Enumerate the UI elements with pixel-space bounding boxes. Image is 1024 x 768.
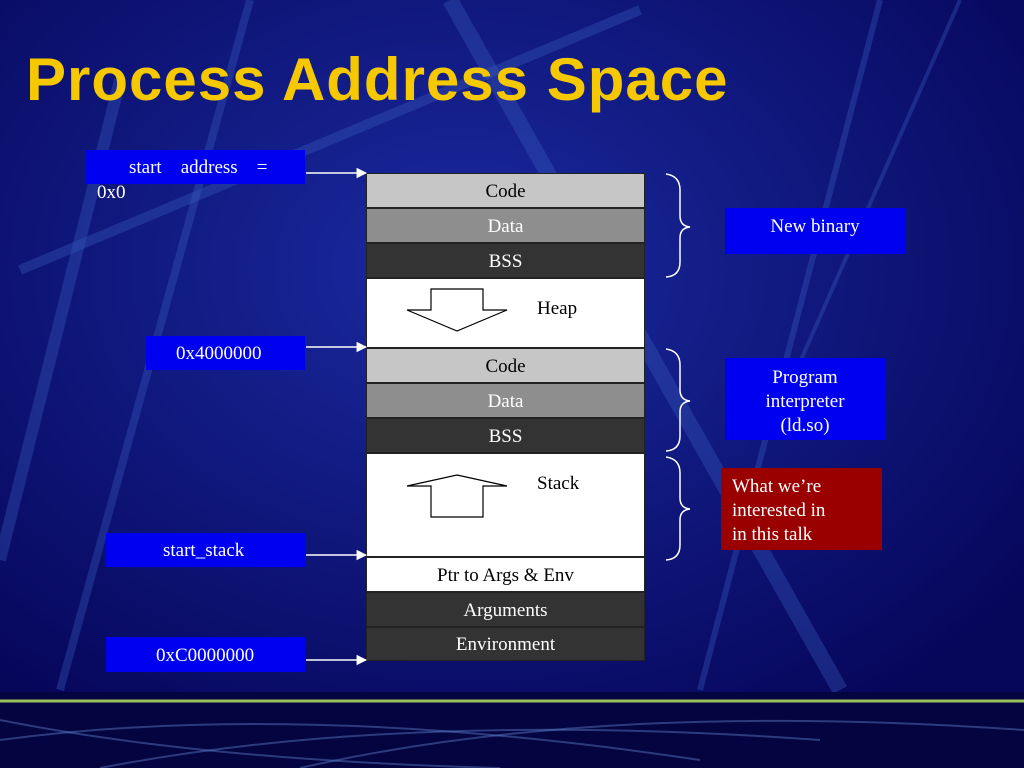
start-stack-text: start_stack (163, 540, 245, 561)
top-address-label: 0xC0000000 (106, 637, 305, 672)
interest-line-2: interested in (732, 500, 826, 521)
stack-label: Stack (537, 473, 580, 494)
up-arrow-icon (406, 474, 508, 518)
bss-segment-binary: BSS (366, 243, 645, 278)
page-title: Process Address Space (26, 46, 729, 113)
interp-line-1: Program (772, 367, 838, 388)
stack-segment: Stack (366, 453, 645, 557)
start-address-value: 0x0 (97, 182, 126, 203)
interest-line-1: What we’re (732, 476, 822, 497)
interp-line-3: (ld.so) (780, 415, 830, 436)
bss-segment-interp: BSS (366, 418, 645, 453)
start-address-text: start address = (129, 157, 268, 178)
start-stack-label: start_stack (106, 533, 305, 567)
top-address-text: 0xC0000000 (156, 645, 255, 666)
interp-line-2: interpreter (765, 391, 845, 412)
arguments-segment: Arguments (366, 592, 645, 627)
new-binary-text: New binary (770, 216, 860, 237)
start-address-label: start address = (86, 150, 305, 184)
interp-base-text: 0x4000000 (176, 343, 262, 364)
program-interpreter-callout: Program interpreter (ld.so) (725, 358, 885, 440)
ptr-args-env-segment: Ptr to Args & Env (366, 557, 645, 592)
environment-segment: Environment (366, 627, 645, 661)
heap-segment: Heap (366, 278, 645, 348)
down-arrow-icon (406, 288, 508, 332)
interp-base-label: 0x4000000 (146, 336, 305, 370)
new-binary-callout: New binary (725, 208, 905, 254)
interest-callout: What we’re interested in in this talk (721, 468, 882, 550)
code-segment-interp: Code (366, 348, 645, 383)
code-segment-binary: Code (366, 173, 645, 208)
interest-line-3: in this talk (732, 524, 813, 545)
data-segment-interp: Data (366, 383, 645, 418)
heap-label: Heap (537, 298, 578, 319)
data-segment-binary: Data (366, 208, 645, 243)
